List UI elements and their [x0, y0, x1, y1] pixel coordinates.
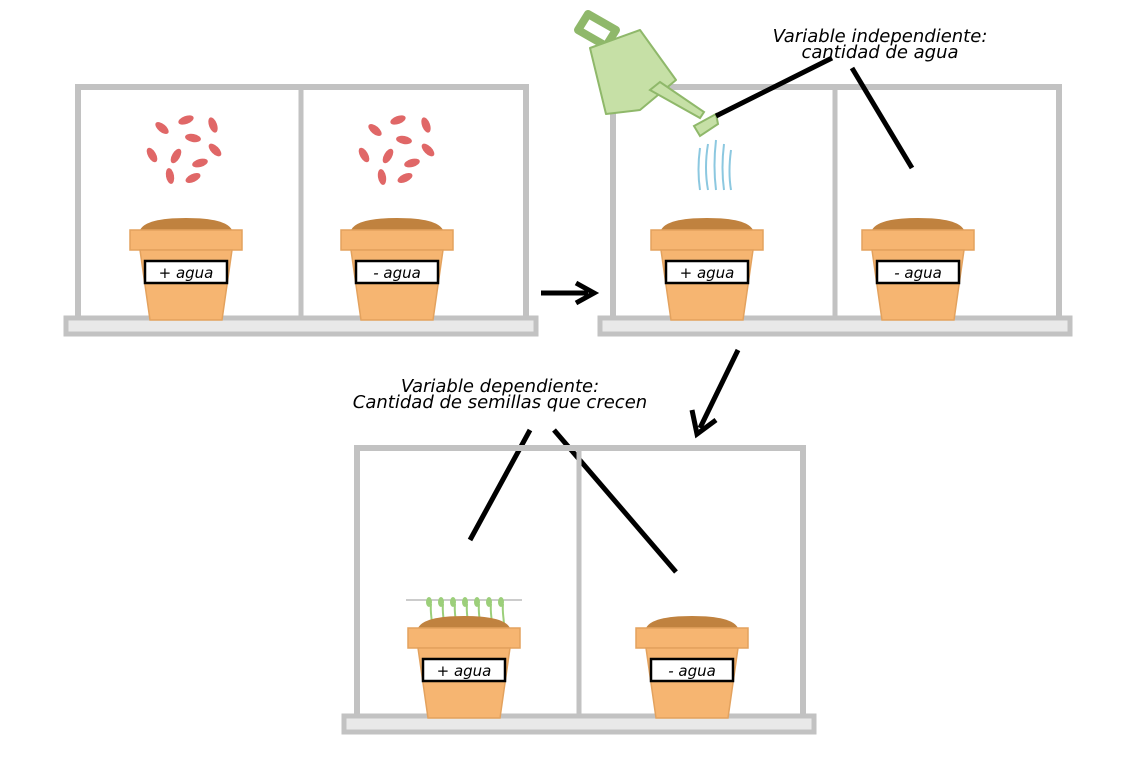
- watering-can-icon: [574, 10, 720, 138]
- seed-icon: [168, 147, 184, 165]
- seed-icon: [356, 146, 372, 164]
- independent-variable-value: cantidad de agua: [801, 42, 958, 63]
- pot-label-less-water: - agua: [668, 662, 716, 680]
- seed-icon: [191, 157, 209, 169]
- seed-cluster-right: [356, 113, 437, 186]
- dependent-variable-annotation: Variable dependiente: Cantidad de semill…: [353, 376, 678, 574]
- seed-icon: [184, 132, 202, 144]
- seed-icon: [396, 170, 414, 186]
- arrow-icon: [541, 280, 600, 306]
- seed-icon: [184, 170, 202, 186]
- dependent-variable-value: Cantidad de semillas que crecen: [353, 392, 647, 413]
- dependent-variable-title: Variable dependiente:: [401, 376, 599, 397]
- seed-icon: [177, 113, 195, 127]
- seed-icon: [206, 141, 224, 159]
- arrow-icon: [689, 348, 741, 439]
- pot-label-less-water: - agua: [894, 264, 942, 282]
- seed-icon: [144, 146, 160, 164]
- greenhouse-panel-watering: + agua - agua: [597, 84, 1073, 337]
- water-drops: [697, 139, 732, 191]
- seed-icon: [419, 116, 433, 134]
- pot-label-more-water: + agua: [437, 662, 492, 680]
- seed-icon: [376, 168, 388, 186]
- independent-variable-annotation: Variable independiente: cantidad de agua: [714, 26, 988, 170]
- greenhouse-panel-result: + agua - agua: [341, 445, 817, 735]
- pot-label-more-water: + agua: [680, 264, 735, 282]
- seed-icon: [395, 134, 413, 146]
- pot-label-more-water: + agua: [159, 264, 214, 282]
- seed-icon: [366, 121, 384, 139]
- seed-icon: [164, 167, 176, 185]
- seed-icon: [206, 116, 220, 134]
- seed-icon: [403, 157, 421, 169]
- seed-cluster-left: [144, 113, 224, 186]
- seed-icon: [389, 113, 407, 127]
- pot-label-less-water: - agua: [373, 264, 421, 282]
- greenhouse-panel-seeds: + agua - agua: [63, 84, 539, 337]
- seed-icon: [419, 141, 437, 159]
- seed-icon: [380, 147, 396, 165]
- independent-variable-title: Variable independiente:: [773, 26, 988, 47]
- seed-icon: [153, 119, 171, 137]
